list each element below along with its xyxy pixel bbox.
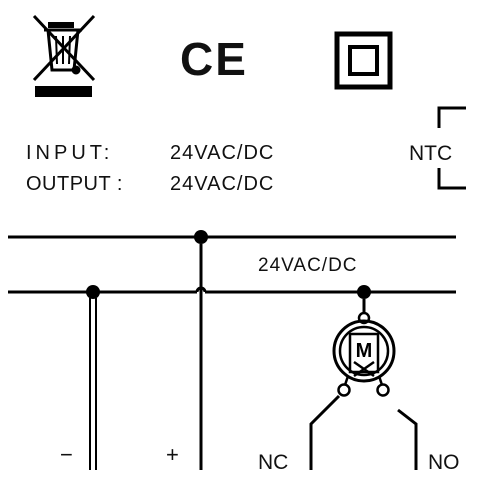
junction-dot-motor [357, 285, 371, 299]
motor-letter: M [356, 340, 373, 362]
motor-no-terminal [376, 383, 390, 397]
output-label: OUTPUT : [26, 173, 123, 195]
terminal-minus-label: − [60, 442, 73, 467]
motor-nc-terminal [337, 383, 351, 397]
double-insulation-icon [334, 31, 393, 90]
no-contact-wire [397, 408, 418, 470]
contact-nc-label: NC [258, 451, 289, 474]
ce-mark-icon: CE [180, 33, 248, 85]
weee-crossed-bin-icon [32, 14, 96, 97]
rail-voltage-label: 24VAC/DC [258, 255, 358, 276]
ntc-label: NTC [409, 142, 453, 165]
input-voltage-value: 24VAC/DC [170, 142, 275, 164]
motor-terminal-link-right [377, 375, 384, 386]
junction-dot-top [194, 230, 208, 244]
input-label: INPUT: [26, 142, 114, 164]
motor-terminal-link-left [343, 375, 350, 386]
junction-dot-minus [86, 285, 100, 299]
contact-no-label: NO [428, 451, 460, 474]
terminal-plus-label: + [166, 442, 179, 467]
nc-contact-wire [309, 394, 341, 470]
motor-icon [332, 319, 396, 383]
ntc-bracket [437, 106, 466, 190]
output-voltage-value: 24VAC/DC [170, 173, 275, 195]
minus-lead-wire [89, 298, 97, 470]
